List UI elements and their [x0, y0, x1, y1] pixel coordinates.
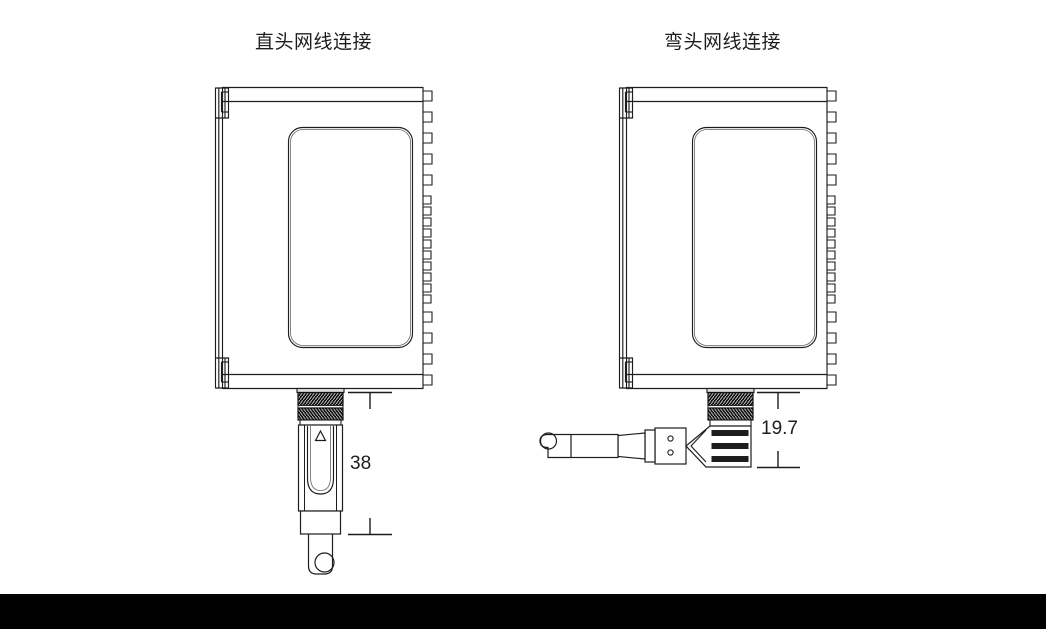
- figure-title-right-angle: 弯头网线连接: [664, 32, 782, 53]
- device-body-right: [618, 86, 828, 390]
- dimension-38: [348, 391, 392, 536]
- right-assembly: [539, 86, 837, 469]
- footer-bar: [0, 594, 1046, 629]
- device-fins-left: [423, 90, 433, 386]
- dimension-19-7: [757, 391, 800, 469]
- straight-connector-plug: [296, 387, 345, 575]
- dimension-label-19-7: 19.7: [761, 418, 798, 439]
- right-angle-connector-plug: [539, 387, 755, 468]
- left-assembly: [214, 86, 433, 575]
- figure-title-straight: 直头网线连接: [255, 32, 373, 53]
- dimension-label-38: 38: [350, 453, 372, 474]
- device-body-left: [214, 86, 424, 390]
- device-fins-right: [827, 90, 837, 386]
